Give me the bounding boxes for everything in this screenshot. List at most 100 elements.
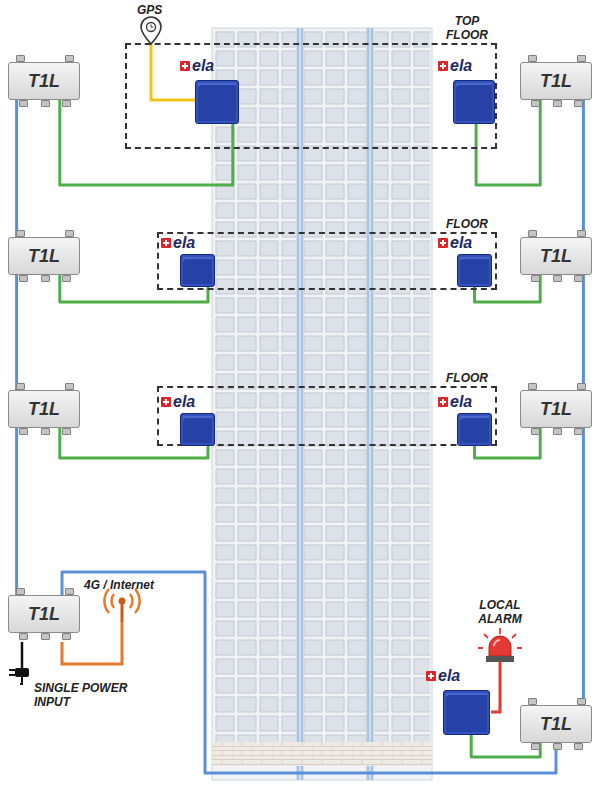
cable-link bbox=[582, 428, 585, 705]
device-name: T1L bbox=[540, 246, 572, 267]
swiss-cross bbox=[180, 61, 190, 71]
device-name: T1L bbox=[540, 71, 572, 92]
cable-gland bbox=[65, 383, 74, 390]
device-name: T1L bbox=[540, 399, 572, 420]
device-name: T1L bbox=[540, 714, 572, 735]
brand-name: ela bbox=[192, 57, 214, 75]
t1l-junction-box: T1L bbox=[8, 595, 80, 633]
cable-gland bbox=[528, 698, 537, 705]
cable-gland bbox=[574, 275, 583, 282]
cable-gland bbox=[574, 100, 583, 107]
cable-gland bbox=[577, 383, 586, 390]
brand-name: ela bbox=[450, 393, 472, 411]
cable-gland bbox=[62, 428, 71, 435]
t1l-junction-box: T1L bbox=[8, 390, 80, 428]
floor-zone: FLOORelaela bbox=[157, 386, 497, 446]
swiss-cross bbox=[426, 671, 436, 681]
brand-name: ela bbox=[450, 234, 472, 252]
power-plug bbox=[9, 642, 29, 684]
cable-gland bbox=[16, 588, 25, 595]
swiss-cross bbox=[161, 397, 171, 407]
t1l-junction-box: T1L bbox=[520, 705, 592, 743]
floor-zone: FLOORelaela bbox=[157, 232, 497, 290]
cable-link bbox=[582, 275, 585, 390]
cable-gland bbox=[574, 428, 583, 435]
device-name: T1L bbox=[28, 71, 60, 92]
cable-gland bbox=[65, 588, 74, 595]
cable-gland bbox=[553, 275, 562, 282]
power-label: SINGLE POWER INPUT bbox=[34, 681, 130, 709]
cable-gland bbox=[19, 428, 28, 435]
gps-label: GPS bbox=[137, 3, 177, 17]
device-name: T1L bbox=[28, 604, 60, 625]
ela-device: ela bbox=[457, 413, 492, 446]
brand-name: ela bbox=[450, 57, 472, 75]
cable-gland bbox=[19, 633, 28, 640]
cable-gland bbox=[65, 230, 74, 237]
cable-gland bbox=[574, 743, 583, 750]
brand-name: ela bbox=[173, 234, 195, 252]
cable-gland bbox=[528, 230, 537, 237]
floor-heading: TOP FLOOR bbox=[439, 14, 495, 42]
swiss-cross bbox=[438, 61, 448, 71]
brand-logo: ela bbox=[438, 234, 472, 252]
ela-device: ela bbox=[180, 413, 215, 446]
t1l-junction-box: T1L bbox=[520, 62, 592, 100]
cable-gland bbox=[528, 55, 537, 62]
cable-link bbox=[15, 100, 18, 237]
brand-logo: ela bbox=[161, 393, 195, 411]
swiss-cross bbox=[161, 238, 171, 248]
cable-gland bbox=[19, 275, 28, 282]
ela-device: ela bbox=[457, 254, 492, 287]
alarm-label: LOCAL ALARM bbox=[462, 598, 538, 626]
cable-gland bbox=[41, 100, 50, 107]
ela-device: ela bbox=[180, 254, 215, 287]
ela-device: ela bbox=[195, 80, 239, 124]
cable-gland bbox=[528, 383, 537, 390]
t1l-junction-box: T1L bbox=[8, 237, 80, 275]
cable-gland bbox=[41, 428, 50, 435]
network-label: 4G / Internet bbox=[84, 578, 184, 592]
cable-gland bbox=[16, 230, 25, 237]
swiss-cross bbox=[438, 397, 448, 407]
cable-gland bbox=[577, 55, 586, 62]
cable-link bbox=[15, 275, 18, 390]
brand-logo: ela bbox=[438, 57, 472, 75]
cable-gland bbox=[531, 275, 540, 282]
cable-link bbox=[582, 100, 585, 237]
brand-logo: ela bbox=[180, 57, 214, 75]
cable-gland bbox=[531, 743, 540, 750]
ela-device: ela bbox=[453, 80, 495, 124]
cable-gland bbox=[531, 428, 540, 435]
brand-name: ela bbox=[438, 667, 460, 685]
cable-gland bbox=[62, 275, 71, 282]
swiss-cross bbox=[438, 238, 448, 248]
cable-gland bbox=[62, 633, 71, 640]
cable-gland bbox=[553, 743, 562, 750]
cable-gland bbox=[16, 55, 25, 62]
cable-gland bbox=[577, 698, 586, 705]
cable-link bbox=[62, 572, 556, 773]
cable-gland bbox=[553, 100, 562, 107]
cable-gland bbox=[553, 428, 562, 435]
floor-zone: TOP FLOORelaela bbox=[125, 43, 497, 149]
cable-gland bbox=[531, 100, 540, 107]
gps-antenna bbox=[141, 17, 195, 100]
cable-gland bbox=[65, 55, 74, 62]
brand-logo: ela bbox=[438, 393, 472, 411]
cable-gland bbox=[62, 100, 71, 107]
cable-link bbox=[15, 428, 18, 595]
brand-logo: ela bbox=[161, 234, 195, 252]
cable-gland bbox=[19, 100, 28, 107]
building-facade bbox=[212, 28, 432, 780]
t1l-junction-box: T1L bbox=[520, 390, 592, 428]
cable-gland bbox=[41, 633, 50, 640]
cable-gland bbox=[16, 383, 25, 390]
t1l-junction-box: T1L bbox=[520, 237, 592, 275]
cable-gland bbox=[577, 230, 586, 237]
cable-gland bbox=[41, 275, 50, 282]
